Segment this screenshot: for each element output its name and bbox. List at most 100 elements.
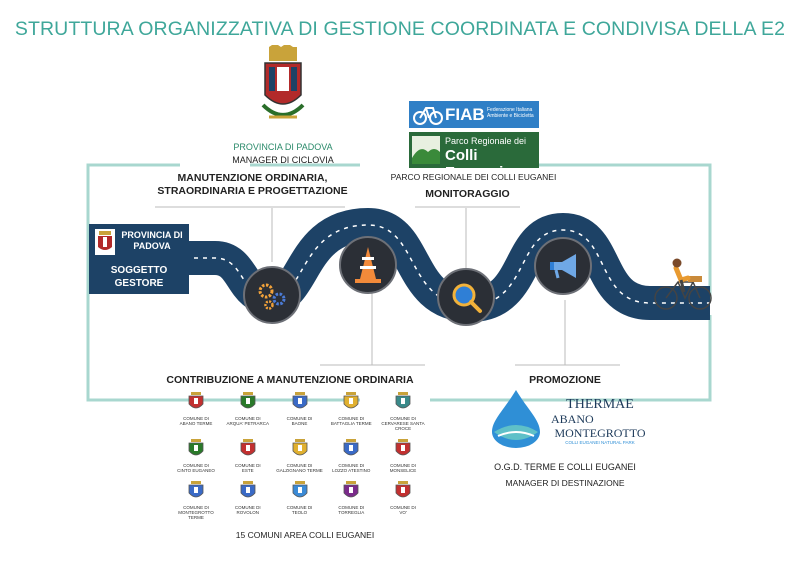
cyclist-icon (654, 258, 712, 310)
bicycle-icon (413, 107, 443, 125)
comune-crest-icon (343, 439, 359, 456)
comune-name: ARQUA' PETRARCA (226, 421, 270, 426)
comune-crest-icon (240, 392, 256, 409)
comune-crest-icon (240, 439, 256, 456)
comune-prefix: COMUNE DI (183, 416, 209, 421)
comuni-footer: 15 COMUNI AREA COLLI EUGANEI (235, 530, 375, 540)
comune-name: BATTAGLIA TERME (330, 421, 372, 426)
comune-name: CERVARESE SANTA CROCE (381, 421, 425, 431)
thermae-tagline: COLLI EUGANEI NATURAL PARK (565, 440, 635, 445)
comune-name: TORREGLIA (338, 510, 365, 515)
megaphone-icon (534, 237, 592, 295)
parco-logo: Parco Regionale dei Colli Euganei (409, 132, 539, 181)
comune-crest-icon (395, 439, 411, 456)
thermae-word3: MONTEGROTTO (554, 426, 646, 440)
comune-name: VO' (399, 510, 407, 515)
comune-prefix: COMUNE DI (338, 505, 365, 510)
comune-prefix: COMUNE DI (390, 416, 416, 421)
page-title: STRUTTURA ORGANIZZATIVA DI GESTIONE COOR… (14, 18, 786, 40)
thermae-drop-logo (492, 390, 540, 448)
comune-prefix: COMUNE DI (286, 416, 313, 421)
comune-crest-icon (395, 481, 411, 498)
provincia-padova-crest (261, 45, 305, 119)
comune-crest-icon (292, 392, 307, 409)
comune-name: ABANO TERME (179, 421, 213, 426)
parco-sub: Parco Regionale dei (445, 136, 527, 146)
magnifier-icon (437, 268, 495, 326)
comune-prefix: COMUNE DI (286, 463, 313, 468)
soggetto-name-line1: PROVINCIA DI (121, 230, 183, 240)
comune-crest-icon (343, 392, 359, 409)
comune-name: CINTO EUGANEO (177, 468, 215, 473)
soggetto-name-line2: PADOVA (133, 241, 171, 251)
parco-brand: Colli Euganei (445, 147, 504, 181)
comune-prefix: COMUNE DI (286, 505, 313, 510)
comune-prefix: COMUNE DI (183, 505, 209, 510)
thermae-wordmark: THERMAE ABANO MONTEGROTTO COLLI EUGANEI … (545, 398, 655, 446)
comune-prefix: COMUNE DI (234, 463, 261, 468)
comune-prefix: COMUNE DI (234, 416, 261, 421)
gears-icon (243, 266, 301, 324)
comune-crest-icon (343, 481, 359, 498)
road-dashes (185, 224, 710, 306)
comune-name: ROVOLON (236, 510, 259, 515)
fiab-brand: FIAB (445, 105, 485, 124)
thermae-word1: THERMAE (566, 397, 634, 412)
comune-name: MONSELICE (389, 468, 417, 473)
comune-name: MONTEGROTTO TERME (178, 510, 214, 520)
comune-crest-icon (188, 481, 204, 498)
fiab-sub1: Federazione Italiana (487, 107, 533, 113)
monitoraggio-heading: MONITORAGGIO (425, 188, 510, 200)
soggetto-role-line1: SOGGETTO (110, 265, 168, 276)
hills-icon (412, 136, 440, 164)
parco-label: PARCO REGIONALE DEI COLLI EUGANEI (390, 172, 557, 182)
promozione-heading: PROMOZIONE (529, 374, 601, 386)
manager-ciclovia-label: MANAGER DI CICLOVIA (232, 155, 334, 165)
comune-name: BAONE (291, 421, 308, 426)
comune-prefix: COMUNE DI (338, 463, 365, 468)
comune-prefix: COMUNE DI (390, 463, 416, 468)
provincia-label: PROVINCIA DI PADOVA (233, 142, 333, 152)
comune-crest-icon (188, 439, 204, 456)
comune-name: TEOLO (291, 510, 308, 515)
comune-crest-icon (395, 392, 411, 409)
comune-prefix: COMUNE DI (183, 463, 209, 468)
comune-prefix: COMUNE DI (234, 505, 261, 510)
comune-prefix: COMUNE DI (338, 416, 365, 421)
comune-crest-icon (240, 481, 256, 498)
manutenzione-line1: MANUTENZIONE ORDINARIA, (177, 172, 328, 184)
ogd-line2: MANAGER DI DESTINAZIONE (505, 478, 625, 488)
comune-prefix: COMUNE DI (390, 505, 416, 510)
manutenzione-heading: MANUTENZIONE ORDINARIA, STRAORDINARIA E … (155, 172, 350, 198)
traffic-cone-icon (339, 236, 397, 294)
soggetto-gestore-badge: PROVINCIA DI PADOVA SOGGETTO GESTORE (89, 224, 189, 294)
soggetto-role-line2: GESTORE (114, 278, 164, 289)
comune-name: GALZIGNANO TERME (276, 468, 323, 473)
thermae-word2: ABANO (551, 412, 594, 426)
provincia-small-crest (95, 229, 115, 255)
contribuzione-heading: CONTRIBUZIONE A MANUTENZIONE ORDINARIA (166, 374, 414, 386)
comune-name: ESTE (241, 468, 254, 473)
comune-crest-icon (188, 392, 204, 409)
comune-crest-icon (292, 439, 307, 456)
